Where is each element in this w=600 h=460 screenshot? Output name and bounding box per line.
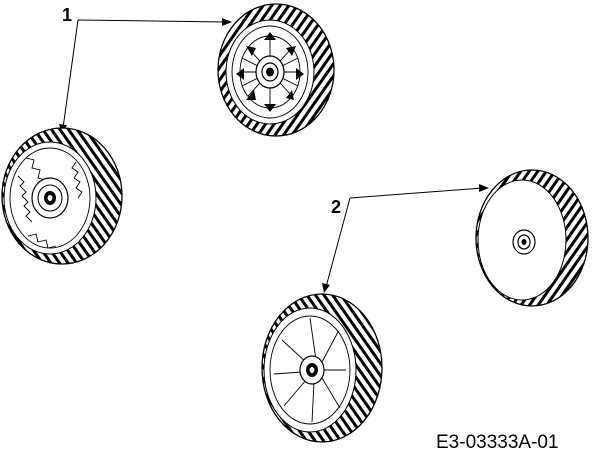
wheel-left xyxy=(1,127,123,265)
leader-line xyxy=(325,197,351,288)
wheel-bottom-center xyxy=(261,293,383,443)
leader-line xyxy=(62,19,79,129)
drawing-code: E3-03333A-01 xyxy=(436,432,559,453)
callout-2-leaders xyxy=(322,184,489,293)
callout-1-label: 1 xyxy=(62,5,72,25)
callout-1-leaders xyxy=(59,18,232,134)
arrowhead xyxy=(222,18,232,26)
leader-line xyxy=(349,187,484,199)
arrowhead xyxy=(322,283,330,293)
callout-2-label: 2 xyxy=(331,197,341,217)
arrowhead xyxy=(479,184,489,192)
leader-line xyxy=(77,19,227,23)
wheel-right xyxy=(475,169,589,307)
wheel-top-center xyxy=(217,3,335,137)
